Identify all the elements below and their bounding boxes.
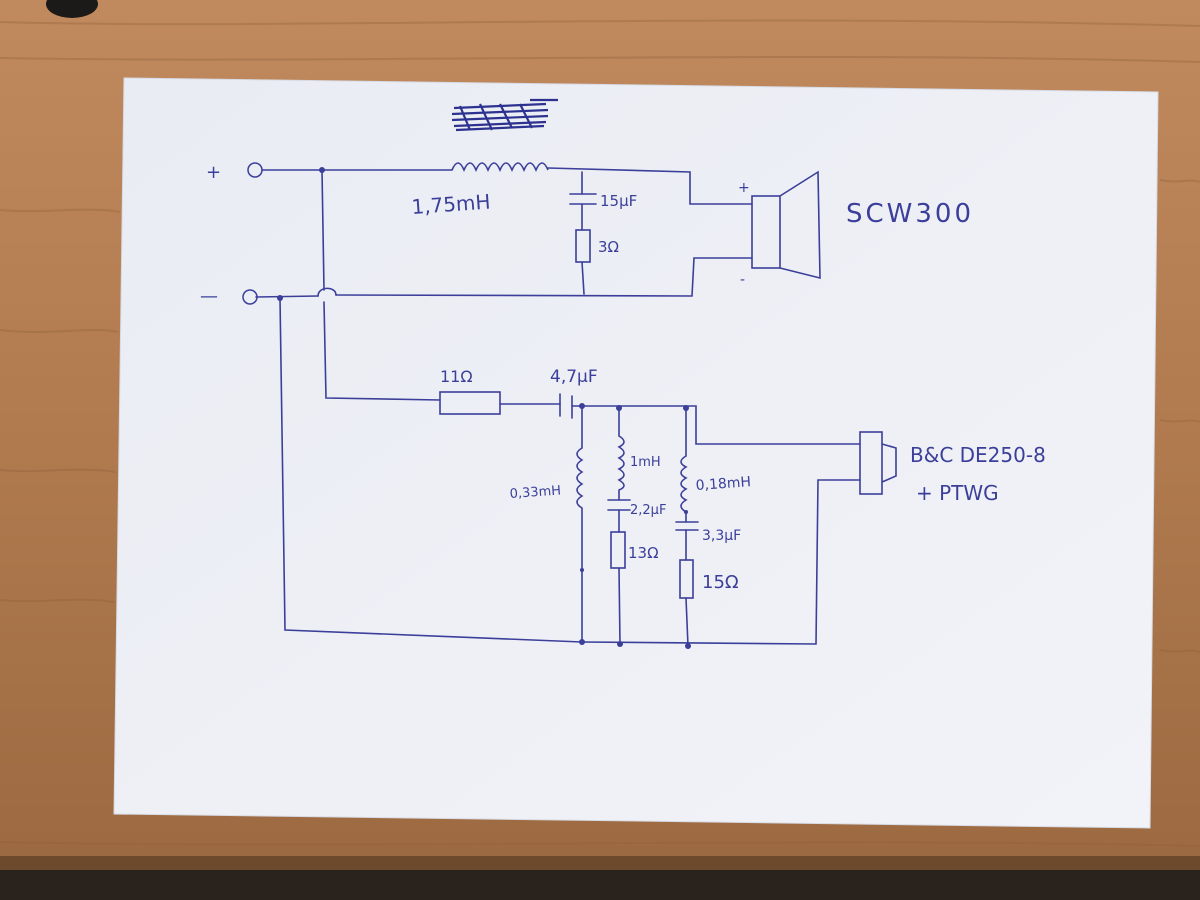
minus-terminal-circle [242, 289, 258, 305]
shunt-ind-2-label: 1mH [630, 455, 661, 470]
shunt-cap-2-label: 2,2μF [630, 503, 666, 518]
woofer-inductor-label: 1,75mH [411, 190, 492, 219]
plus-terminal-circle [247, 162, 263, 178]
shunt-inductor-2 [617, 435, 625, 491]
wood-grain [0, 19, 1200, 847]
floor-shadow [0, 868, 1200, 900]
woofer-res-label: 3Ω [598, 238, 619, 256]
shunt-cap-3-label: 3,3μF [702, 528, 741, 544]
tweeter-horn-label: + PTWG [916, 481, 999, 505]
woofer-plus-label: + [738, 180, 750, 196]
woofer-cap-label: 15μF [600, 192, 637, 210]
woofer-name-label: SCW300 [846, 199, 974, 229]
plus-terminal-label: + [206, 162, 221, 183]
shunt-ind-3-label: 0,18mH [695, 474, 751, 494]
schematic-labels: + — 1,75mH 15μF 3Ω + - SCW300 11Ω 4,7μF … [200, 162, 1046, 593]
minus-terminal-label: — [200, 286, 218, 307]
dark-object [46, 0, 98, 18]
shunt-res-3-label: 15Ω [702, 572, 739, 593]
shunt-resistor-2 [610, 531, 626, 569]
woofer-speaker-icon [751, 170, 821, 280]
tweeter-res-label: 11Ω [440, 367, 473, 386]
junction-dots [277, 167, 691, 649]
shunt-ind-1-label: 0,33mH [509, 483, 561, 502]
scribble-mark [451, 98, 558, 132]
woofer-resistor [575, 229, 591, 263]
schematic-wires [255, 167, 861, 647]
tweeter-cap-label: 4,7μF [550, 367, 598, 387]
desk-edge [0, 856, 1200, 870]
woofer-inductor [451, 162, 549, 173]
shunt-inductor-3 [680, 455, 688, 513]
shunt-resistor-3 [679, 559, 694, 599]
shunt-res-2-label: 13Ω [628, 544, 659, 562]
woofer-minus-label: - [740, 272, 745, 288]
tweeter-icon [859, 431, 897, 495]
tweeter-series-resistor [439, 391, 501, 415]
tweeter-name-label: B&C DE250-8 [910, 443, 1046, 467]
paper-sheet [113, 77, 1159, 829]
shunt-inductor-1 [576, 447, 584, 509]
